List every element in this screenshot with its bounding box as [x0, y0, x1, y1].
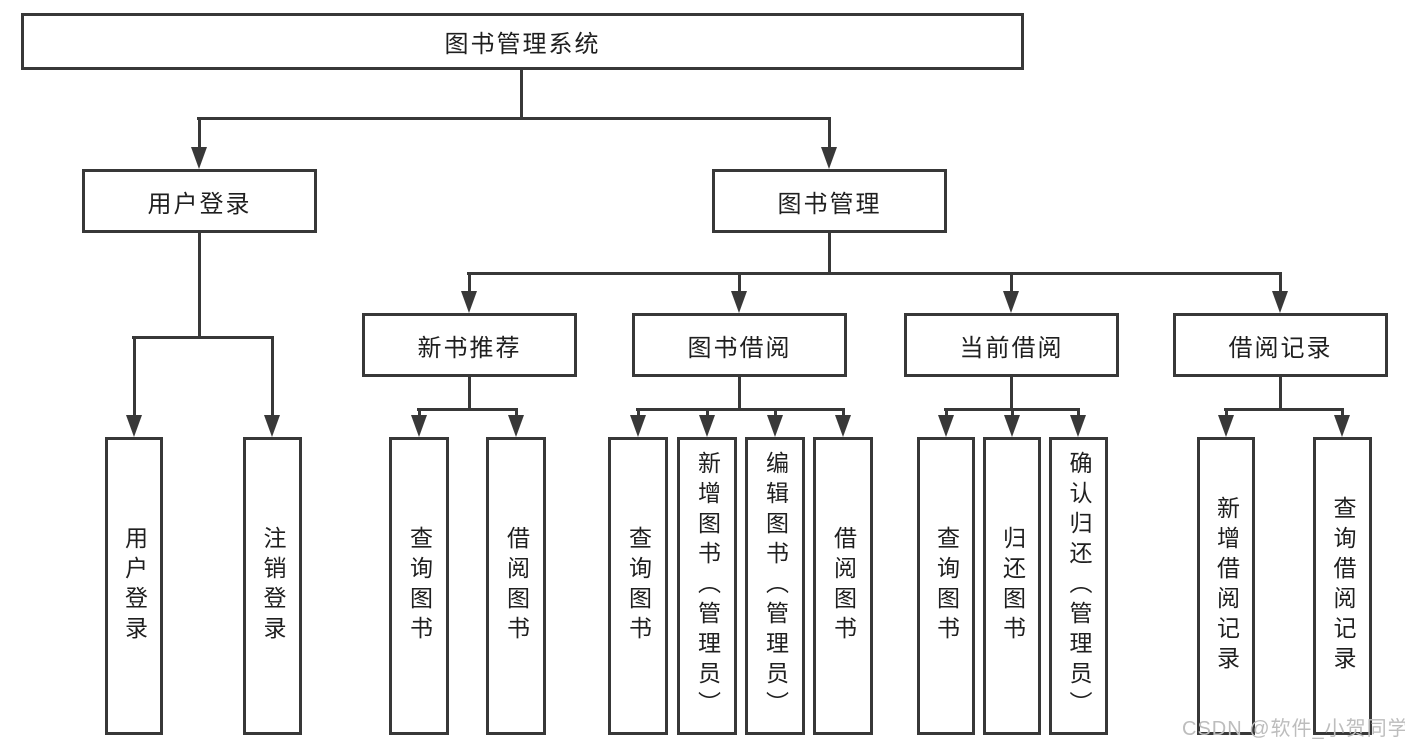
arrow-down-icon: [1004, 415, 1020, 437]
node-label: 图书管理系统: [444, 31, 601, 58]
connector-line: [271, 336, 274, 421]
connector-line: [198, 117, 201, 155]
node-label: 图书管理: [777, 190, 882, 218]
connector-line: [1077, 408, 1080, 420]
node-label: 借阅记录: [1228, 334, 1333, 362]
arrow-down-icon: [1272, 291, 1288, 313]
connector-line: [828, 233, 831, 272]
node-label: 查询借阅记录: [1330, 496, 1356, 676]
connector-line: [198, 233, 201, 336]
connector-line: [706, 408, 709, 420]
node-label: 查询图书: [933, 526, 960, 646]
arrow-down-icon: [461, 291, 477, 313]
connector-line: [520, 70, 523, 117]
leaf-borrow-add-books-admin: 新增图书（管理员）: [677, 437, 737, 735]
arrow-down-icon: [264, 415, 280, 437]
node-library-management-system: 图书管理系统: [21, 13, 1024, 70]
connector-line: [1279, 272, 1282, 298]
connector-line: [842, 408, 845, 420]
leaf-user-login: 用户登录: [105, 437, 163, 735]
arrow-down-icon: [1070, 415, 1086, 437]
arrow-down-icon: [1334, 415, 1350, 437]
node-book-borrowing: 图书借阅: [632, 313, 847, 377]
arrow-down-icon: [821, 147, 837, 169]
node-label: 用户登录: [147, 190, 252, 218]
connector-line: [132, 336, 274, 339]
connector-line: [1011, 408, 1014, 420]
connector-line: [468, 376, 471, 408]
arrow-down-icon: [411, 415, 427, 437]
node-label: 用户登录: [121, 526, 148, 646]
node-new-book-recommendation: 新书推荐: [362, 313, 577, 377]
connector-line: [468, 272, 471, 298]
leaf-current-confirm-return-admin: 确认归还（管理员）: [1049, 437, 1108, 735]
leaf-current-return-books: 归还图书: [983, 437, 1041, 735]
node-label: 借阅图书: [503, 526, 530, 646]
node-label: 借阅图书: [830, 526, 857, 646]
node-label: 查询图书: [406, 526, 433, 646]
connector-line: [738, 272, 741, 298]
connector-line: [738, 376, 741, 408]
node-label: 归还图书: [999, 526, 1026, 646]
connector-line: [197, 117, 831, 120]
connector-line: [774, 408, 777, 420]
arrow-down-icon: [1218, 415, 1234, 437]
connector-line: [636, 408, 845, 411]
connector-line: [1341, 408, 1344, 420]
node-label: 注销登录: [260, 526, 286, 646]
arrow-down-icon: [699, 415, 715, 437]
arrow-down-icon: [126, 415, 142, 437]
node-label: 新书推荐: [417, 334, 522, 362]
arrow-down-icon: [835, 415, 851, 437]
arrow-down-icon: [630, 415, 646, 437]
leaf-records-add-borrow-record: 新增借阅记录: [1197, 437, 1255, 735]
connector-line: [945, 408, 948, 420]
connector-line: [1010, 272, 1013, 298]
node-current-borrowing: 当前借阅: [904, 313, 1119, 377]
connector-line: [637, 408, 640, 420]
arrow-down-icon: [508, 415, 524, 437]
node-label: 查询图书: [625, 526, 652, 646]
node-borrowing-records: 借阅记录: [1173, 313, 1388, 377]
node-label: 编辑图书（管理员）: [762, 451, 789, 721]
watermark-text: CSDN @软件_小贺同学: [1182, 718, 1405, 740]
leaf-borrow-query-books: 查询图书: [608, 437, 668, 735]
leaf-current-query-books: 查询图书: [917, 437, 975, 735]
arrow-down-icon: [938, 415, 954, 437]
node-label: 新增借阅记录: [1213, 496, 1240, 676]
connector-line: [133, 336, 136, 421]
leaf-records-query-borrow-record: 查询借阅记录: [1313, 437, 1372, 735]
node-label: 新增图书（管理员）: [694, 451, 721, 721]
arrow-down-icon: [731, 291, 747, 313]
node-book-management: 图书管理: [712, 169, 947, 233]
node-label: 确认归还（管理员）: [1066, 451, 1092, 721]
connector-line: [1224, 408, 1344, 411]
leaf-borrow-edit-books-admin: 编辑图书（管理员）: [745, 437, 805, 735]
node-label: 图书借阅: [687, 334, 792, 362]
connector-line: [1279, 376, 1282, 408]
node-label: 当前借阅: [959, 334, 1064, 362]
arrow-down-icon: [767, 415, 783, 437]
connector-line: [1225, 408, 1228, 420]
leaf-newbook-query-books: 查询图书: [389, 437, 449, 735]
leaf-logout: 注销登录: [243, 437, 302, 735]
connector-line: [828, 117, 831, 155]
connector-line: [467, 272, 1282, 275]
leaf-newbook-borrow-books: 借阅图书: [486, 437, 546, 735]
arrow-down-icon: [191, 147, 207, 169]
leaf-borrow-borrow-books: 借阅图书: [813, 437, 873, 735]
node-user-login: 用户登录: [82, 169, 317, 233]
connector-line: [418, 408, 421, 420]
connector-line: [1010, 376, 1013, 408]
connector-line: [515, 408, 518, 420]
connector-line: [417, 408, 518, 411]
arrow-down-icon: [1003, 291, 1019, 313]
